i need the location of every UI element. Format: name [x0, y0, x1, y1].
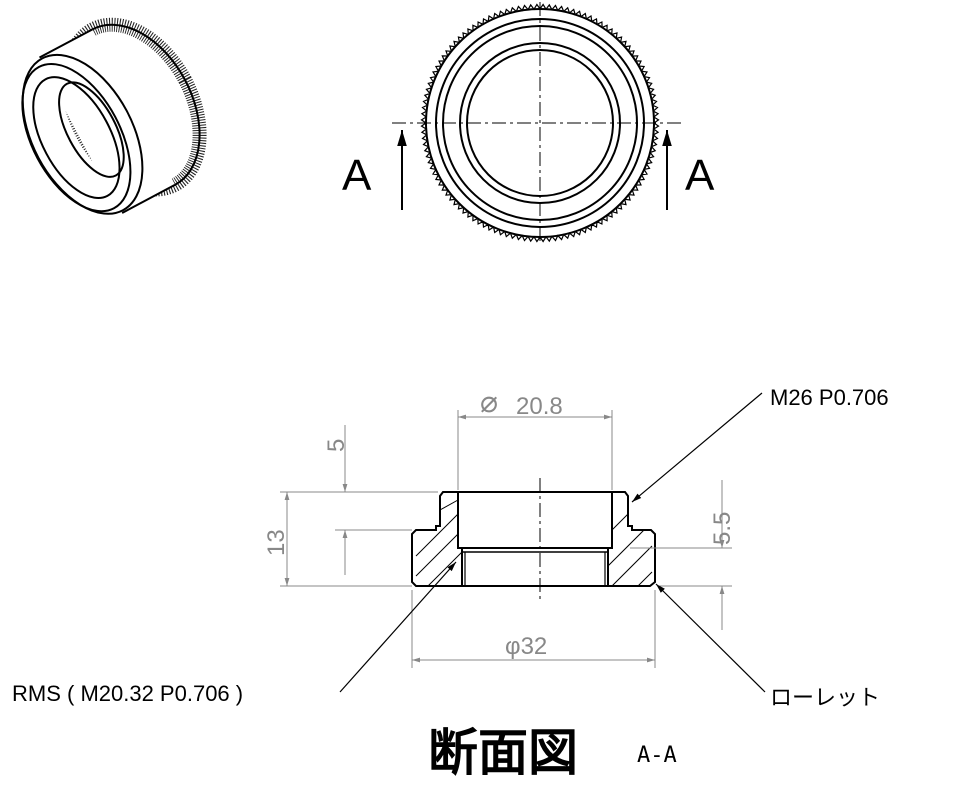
section-label-right: A — [685, 151, 715, 200]
section-hatching — [415, 499, 653, 587]
drawing-title: 断面図 — [428, 724, 578, 782]
bore-diameter-symbol: ⌀ — [480, 386, 498, 419]
knurl-callout: ローレット — [770, 685, 880, 710]
section-view — [411, 478, 656, 600]
callouts: M26 P0.706 RMS ( M20.32 P0.706 ) ローレット — [12, 385, 889, 710]
flange-height-dimension: 5.5 — [709, 512, 736, 545]
bore-diameter-dimension: 20.8 — [516, 393, 563, 420]
dimensions: ⌀ 20.8 5 13 5.5 φ32 — [263, 386, 736, 668]
section-label-left: A — [342, 151, 372, 200]
drawing-subtitle: A-A — [637, 743, 677, 768]
inner-thread-callout: RMS ( M20.32 P0.706 ) — [12, 681, 243, 706]
front-view: A A — [342, 2, 715, 245]
isometric-view — [21, 17, 207, 215]
step-height-dimension: 5 — [323, 439, 350, 452]
total-height-dimension: 13 — [263, 529, 290, 556]
outer-thread-callout: M26 P0.706 — [770, 385, 889, 410]
outer-diameter-dimension: φ32 — [505, 633, 547, 660]
